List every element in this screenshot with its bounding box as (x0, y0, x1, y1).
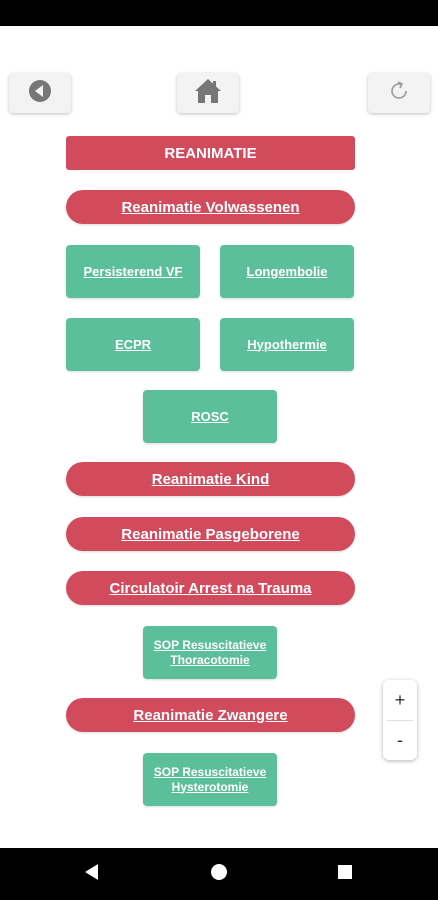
navigation-bar (0, 848, 438, 900)
home-button[interactable] (177, 73, 239, 113)
status-bar (0, 0, 438, 26)
square-recents-icon (336, 863, 354, 886)
back-button[interactable] (9, 73, 71, 113)
link-reanimatie-zwangere[interactable]: Reanimatie Zwangere (66, 698, 355, 732)
link-sop-hysterotomie[interactable]: SOP Resuscitatieve Hysterotomie (143, 753, 277, 806)
zoom-in-button[interactable]: + (394, 689, 406, 710)
link-ecpr[interactable]: ECPR (66, 318, 200, 371)
reload-button[interactable] (368, 73, 430, 113)
home-icon (194, 78, 222, 109)
link-circulatoir-arrest-trauma[interactable]: Circulatoir Arrest na Trauma (66, 571, 355, 605)
zoom-out-button[interactable]: - (397, 730, 403, 750)
nav-home-button[interactable] (189, 848, 249, 900)
link-sop-thoracotomie[interactable]: SOP Resuscitatieve Thoracotomie (143, 626, 277, 679)
nav-back-button[interactable] (62, 848, 122, 900)
circle-home-icon (210, 863, 228, 886)
link-rosc[interactable]: ROSC (143, 390, 277, 443)
zoom-control: + - (383, 680, 417, 760)
link-reanimatie-pasgeborene[interactable]: Reanimatie Pasgeborene (66, 517, 355, 551)
link-longembolie[interactable]: Longembolie (220, 245, 354, 298)
link-reanimatie-volwassenen[interactable]: Reanimatie Volwassenen (66, 190, 355, 224)
link-hypothermie[interactable]: Hypothermie (220, 318, 354, 371)
link-reanimatie-kind[interactable]: Reanimatie Kind (66, 462, 355, 496)
back-icon (28, 79, 52, 108)
zoom-divider (387, 720, 413, 721)
triangle-back-icon (83, 863, 101, 886)
reload-icon (387, 79, 411, 108)
link-persisterend-vf[interactable]: Persisterend VF (66, 245, 200, 298)
nav-recents-button[interactable] (315, 848, 375, 900)
section-title: REANIMATIE (66, 136, 355, 170)
